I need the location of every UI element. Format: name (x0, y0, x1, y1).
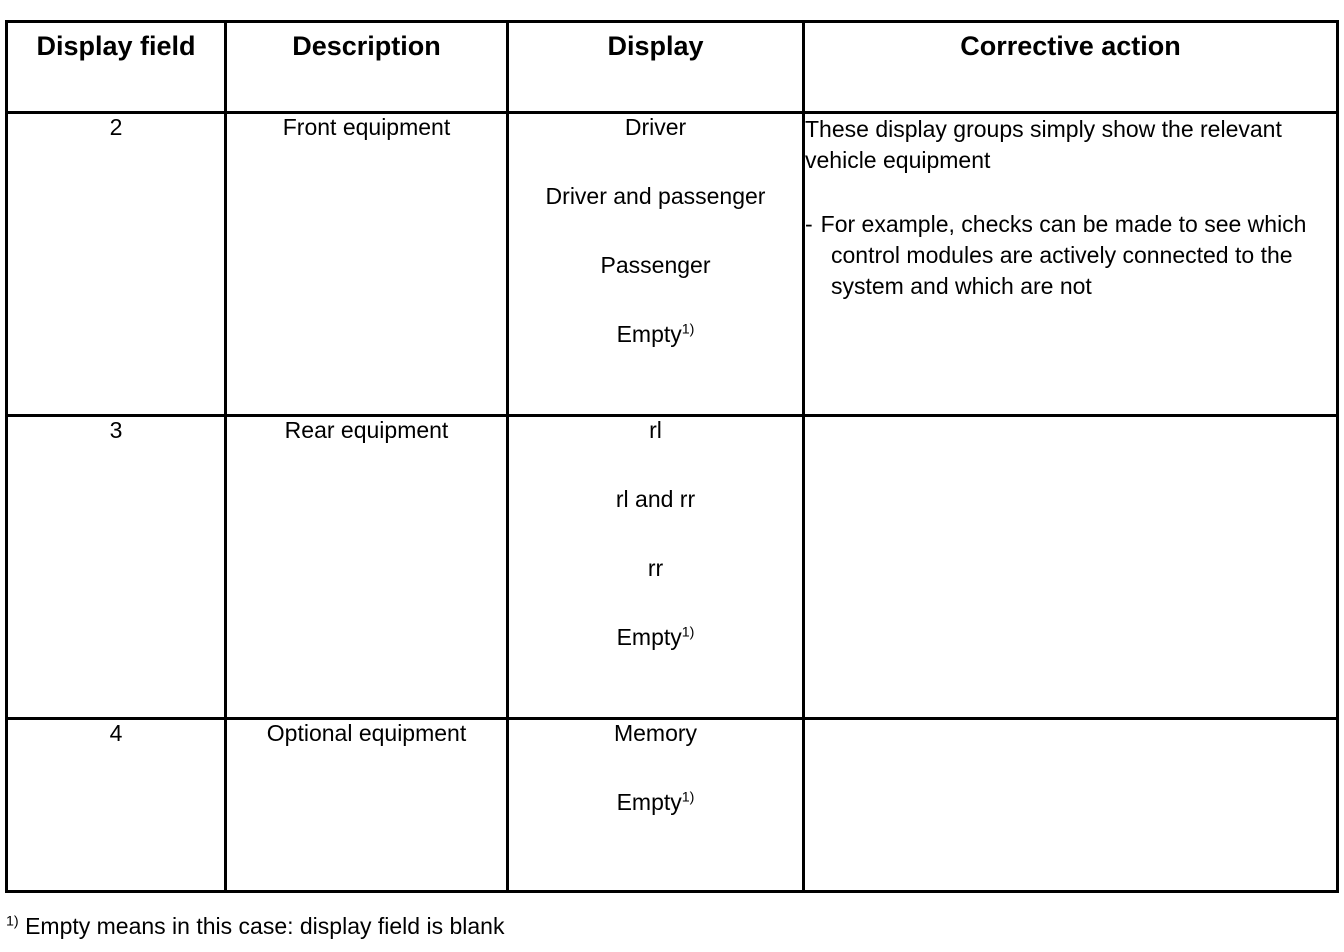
cell-display-field: 3 (5, 414, 227, 720)
display-value: rr (647, 555, 664, 581)
corrective-paragraph: These display groups simply show the rel… (805, 116, 1282, 174)
display-value: Passenger (600, 252, 711, 278)
display-value-empty: Empty1) (509, 789, 802, 816)
display-value-empty: Empty1) (509, 624, 802, 651)
table-header-row: Display field Description Display Correc… (5, 20, 1339, 114)
cell-corrective-action: These display groups simply show the rel… (802, 111, 1339, 417)
table-footnote: 1) Empty means in this case: display fie… (6, 913, 504, 941)
cell-display-values: Memory Empty1) (506, 717, 805, 893)
footnote-marker: 1) (6, 913, 19, 930)
display-value: Driver and passenger (545, 183, 766, 209)
display-value: Memory (613, 720, 698, 746)
display-value: rl and rr (615, 486, 696, 512)
cell-display-values: Driver Driver and passenger Passenger Em… (506, 111, 805, 417)
display-value: Driver (624, 114, 687, 140)
footnote-marker: 1) (681, 321, 695, 338)
cell-description: Optional equipment (224, 717, 509, 893)
cell-description: Front equipment (224, 111, 509, 417)
table-row: 2 Front equipment Driver Driver and pass… (5, 111, 1339, 417)
display-value-empty: Empty1) (509, 321, 802, 348)
cell-corrective-action (802, 414, 1339, 720)
footnote-text: Empty means in this case: display field … (25, 913, 505, 939)
table-body: 2 Front equipment Driver Driver and pass… (5, 111, 1339, 893)
cell-corrective-action (802, 717, 1339, 893)
bullet-text: For example, checks can be made to see w… (820, 210, 1307, 300)
table-row: 4 Optional equipment Memory Empty1) (5, 717, 1339, 893)
display-value-text: Empty (616, 789, 682, 815)
footnote-marker: 1) (681, 789, 695, 806)
display-value-text: Empty (616, 624, 682, 650)
column-header-display: Display (506, 20, 805, 114)
bullet-dash: - (805, 210, 813, 237)
display-value-text: Empty (616, 321, 682, 347)
cell-description: Rear equipment (224, 414, 509, 720)
table-header: Display field Description Display Correc… (5, 20, 1339, 114)
table-row: 3 Rear equipment rl rl and rr rr Empty1) (5, 414, 1339, 720)
cell-display-field: 4 (5, 717, 227, 893)
column-header-description: Description (224, 20, 509, 114)
display-value: rl (649, 417, 662, 443)
display-field-table: Display field Description Display Correc… (5, 20, 1339, 893)
cell-display-field: 2 (5, 111, 227, 417)
cell-display-values: rl rl and rr rr Empty1) (506, 414, 805, 720)
footnote-marker: 1) (681, 624, 695, 641)
corrective-bullet: -For example, checks can be made to see … (805, 209, 1336, 303)
column-header-corrective-action: Corrective action (802, 20, 1339, 114)
column-header-display-field: Display field (5, 20, 227, 114)
